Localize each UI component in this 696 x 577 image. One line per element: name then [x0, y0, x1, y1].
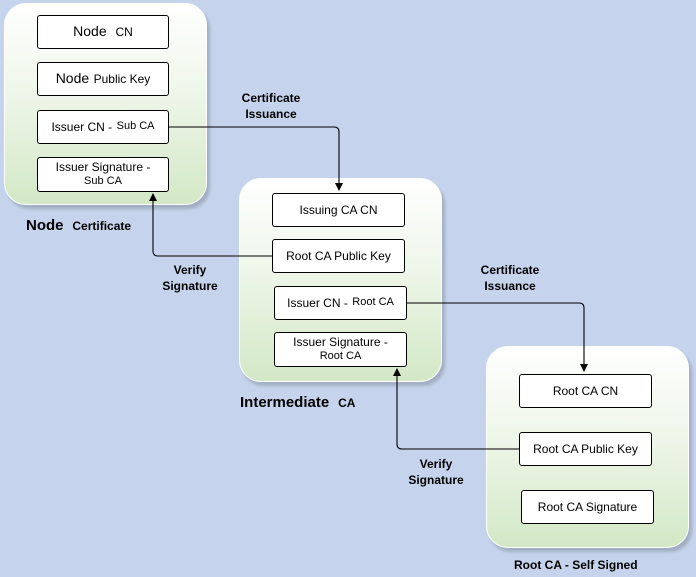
verify-arrow-2 — [393, 368, 519, 450]
root-ca-cn-text: Root CA CN — [552, 383, 619, 398]
intermediate-issuer-signature-suffix: Root CA — [319, 350, 362, 363]
issuance-arrow-2 — [407, 302, 588, 372]
intermediate-ca-caption-main: Intermediate — [240, 394, 330, 411]
certificate-issuance-label-1: Certificate Issuance — [226, 90, 316, 122]
intermediate-issuer-signature-text: Issuer Signature - — [293, 335, 388, 350]
verify-signature-label-1-line2: Signature — [162, 279, 218, 294]
node-issuer-signature-field: Issuer Signature - Sub CA — [37, 157, 169, 192]
node-public-key-suffix: Public Key — [93, 71, 151, 86]
node-issuer-signature-suffix: Sub CA — [84, 175, 122, 188]
node-certificate-caption-sub: Certificate — [72, 219, 132, 233]
certificate-issuance-label-2: Certificate Issuance — [465, 262, 555, 294]
intermediate-ca-caption: Intermediate CA — [240, 394, 355, 412]
certificate-issuance-label-1-line2: Issuance — [245, 107, 297, 122]
intermediate-ca-caption-sub: CA — [338, 396, 356, 410]
verify-signature-label-1: Verify Signature — [145, 262, 235, 294]
verify-signature-label-1-line1: Verify — [173, 263, 207, 277]
node-issuer-cn-field: Issuer CN - Sub CA — [37, 110, 169, 144]
root-ca-public-key-field: Root CA Public Key — [519, 432, 652, 466]
root-ca-signature-field: Root CA Signature — [521, 490, 654, 524]
intermediate-issuer-cn-suffix: Root CA — [352, 296, 394, 309]
node-issuer-cn-text: Issuer CN - — [51, 119, 113, 134]
node-certificate-caption-main: Node — [26, 217, 64, 234]
verify-signature-label-2-line1: Verify — [419, 457, 453, 471]
certificate-issuance-label-2-line2: Issuance — [484, 279, 536, 294]
verify-signature-label-2-line2: Signature — [408, 473, 464, 488]
node-cn-suffix: CN — [115, 24, 133, 39]
intermediate-issuer-cn-field: Issuer CN - Root CA — [274, 286, 407, 320]
intermediate-root-public-key-field: Root CA Public Key — [272, 239, 405, 273]
intermediate-root-public-key-text: Root CA Public Key — [286, 248, 391, 263]
issuing-ca-cn-text: Issuing CA CN — [299, 202, 378, 217]
root-ca-caption: Root CA - Self Signed — [514, 558, 638, 572]
issuance-arrow-1 — [169, 126, 343, 191]
certificate-issuance-label-2-line1: Certificate — [480, 263, 540, 277]
node-public-key-field: Node Public Key — [37, 62, 169, 96]
intermediate-issuer-cn-text: Issuer CN - — [287, 295, 348, 310]
root-ca-cn-field: Root CA CN — [519, 374, 652, 408]
node-cn-text: Node — [73, 23, 107, 40]
verify-arrow-1 — [149, 193, 272, 257]
root-ca-signature-text: Root CA Signature — [537, 499, 638, 514]
intermediate-issuer-signature-field: Issuer Signature - Root CA — [274, 332, 407, 367]
node-certificate-caption: Node Certificate — [26, 217, 131, 235]
issuing-ca-cn-field: Issuing CA CN — [272, 193, 405, 227]
node-issuer-signature-text: Issuer Signature - — [55, 160, 151, 175]
node-cn-field: Node CN — [37, 15, 169, 49]
node-issuer-cn-suffix: Sub CA — [116, 120, 155, 133]
verify-signature-label-2: Verify Signature — [391, 456, 481, 488]
root-ca-public-key-text: Root CA Public Key — [533, 441, 638, 456]
certificate-issuance-label-1-line1: Certificate — [241, 91, 301, 105]
node-public-key-text: Node — [55, 70, 90, 87]
